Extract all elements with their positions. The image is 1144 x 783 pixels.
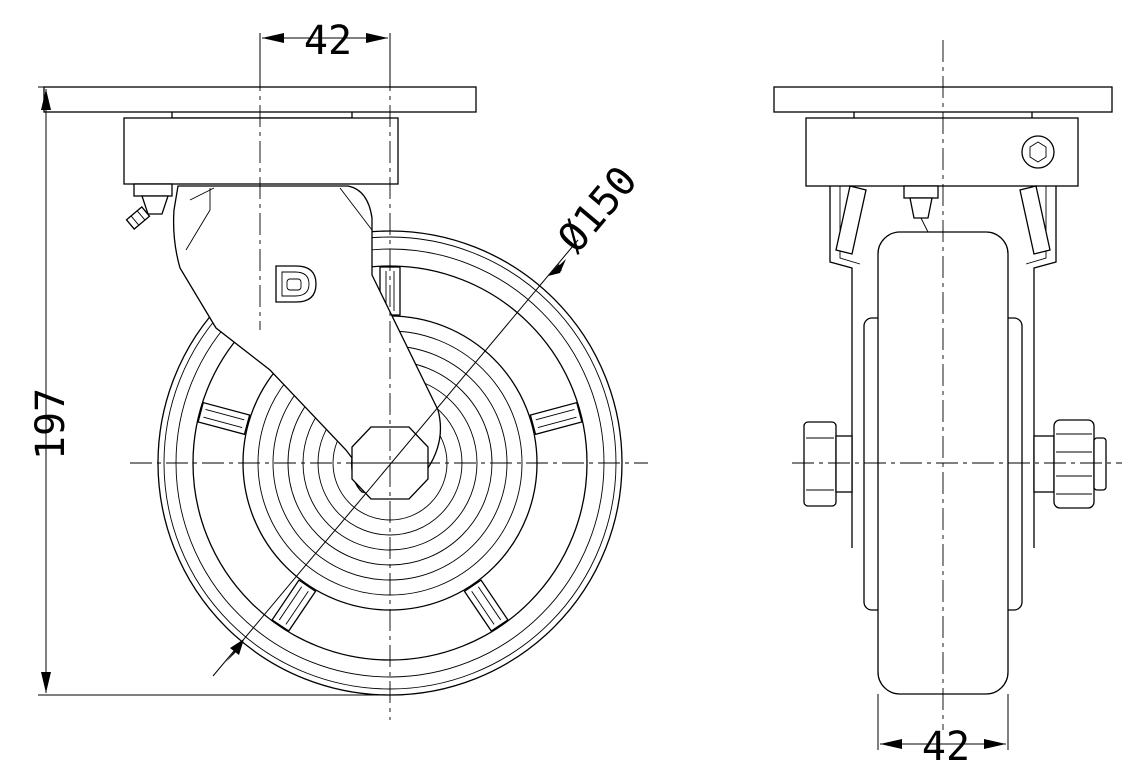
height-label: 197	[28, 388, 74, 460]
diameter-leader	[212, 239, 579, 677]
front-fork-legs	[829, 185, 1057, 548]
front-view	[773, 40, 1122, 750]
diameter-label: Ø150	[549, 158, 646, 261]
front-swivel-housing	[805, 117, 1079, 187]
swivel-housing	[123, 117, 399, 185]
axle-bolt-right	[1033, 419, 1107, 509]
bottom-width-label: 42	[922, 724, 970, 770]
front-grease-nipple	[903, 185, 939, 233]
top-width-dimension	[259, 33, 391, 87]
bottom-width-dimension	[877, 694, 1009, 750]
top-width-label: 42	[304, 18, 352, 64]
side-view	[38, 33, 648, 720]
brand-d-logo	[275, 265, 317, 303]
height-dimension	[38, 86, 390, 696]
axle-bolt-left	[803, 421, 853, 507]
hex-socket-icon	[1021, 135, 1055, 169]
grease-nipple	[125, 183, 173, 230]
